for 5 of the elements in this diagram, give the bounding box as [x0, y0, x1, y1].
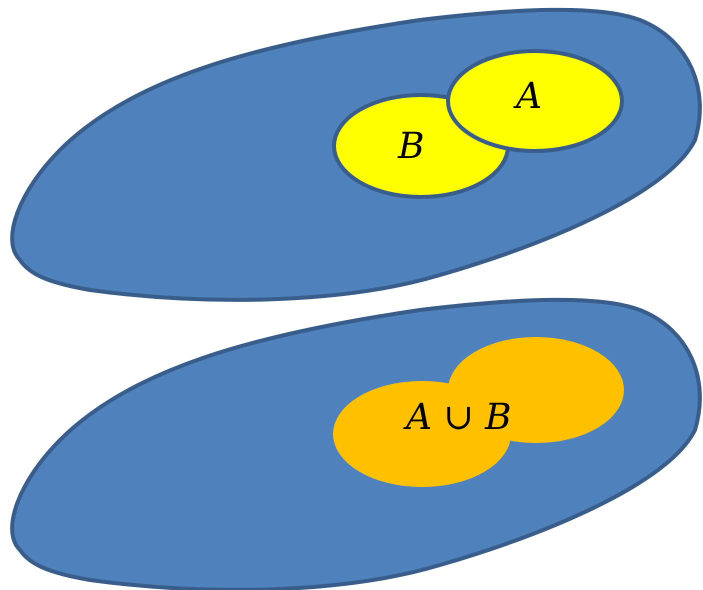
set-label: B — [398, 129, 424, 165]
set-ellipse — [446, 49, 624, 153]
union-shape — [332, 336, 624, 488]
set-region — [10, 5, 703, 305]
set-region — [10, 295, 703, 590]
